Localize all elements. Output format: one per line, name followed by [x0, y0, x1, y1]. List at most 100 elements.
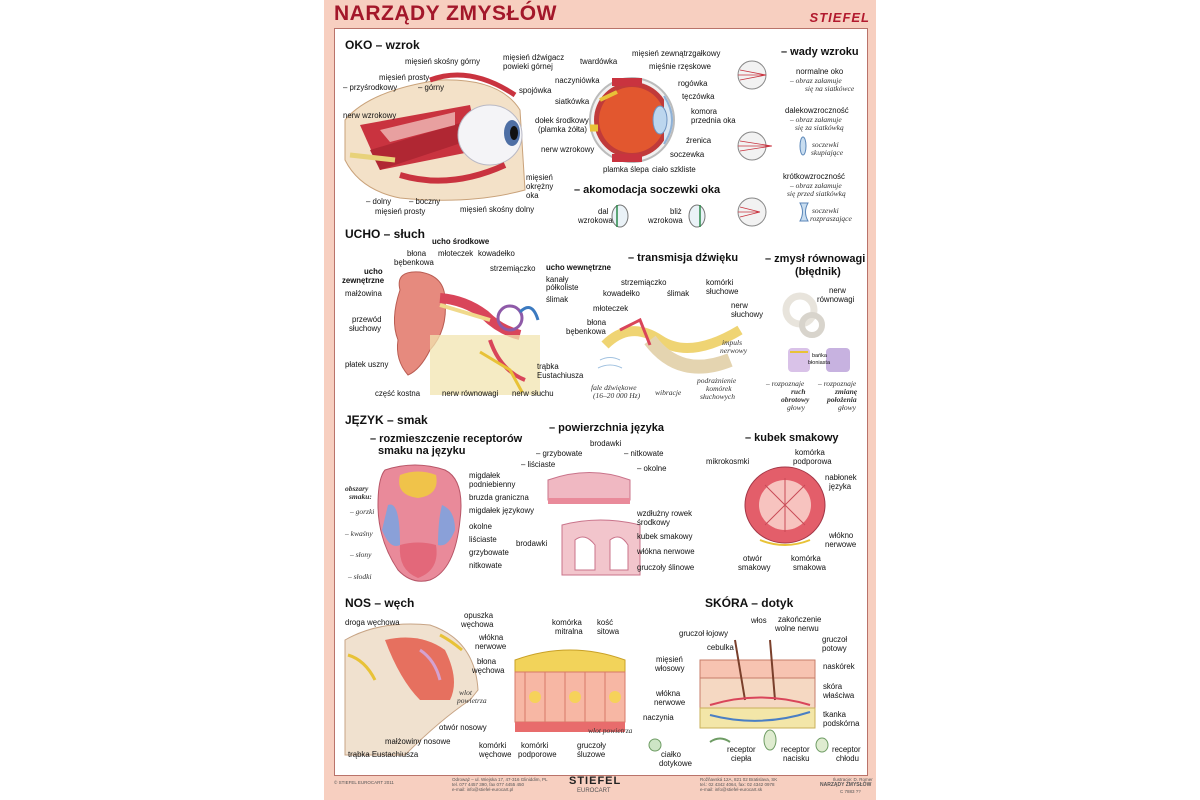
eye-cross-label: komora [691, 107, 717, 116]
transmission-label: strzemiączko [621, 278, 667, 287]
transmission-note: (16–20 000 Hz) [593, 391, 641, 400]
bud-label: nabłonek [825, 473, 857, 482]
transmission-label: kowadełko [603, 289, 640, 298]
eye-cross-label: siatkówka [555, 97, 590, 106]
balance-note: zmianę [835, 387, 858, 396]
bud-label: komórka [791, 554, 821, 563]
ear-label: nerw słuchu [512, 389, 554, 398]
eye-cross-label: tęczówka [682, 92, 715, 101]
taste-bud-title: – kubek smakowy [745, 432, 839, 444]
bud-label: podporowa [793, 457, 832, 466]
defect-note: się za siatkówką [795, 123, 844, 132]
eye-cross-label: rogówka [678, 79, 708, 88]
footer-copyright: © STIEFEL EUROCART 2011 [334, 780, 394, 785]
accommodation-title: – akomodacja soczewki oka [574, 184, 721, 196]
skin-label: właściwa [823, 691, 855, 700]
defect-note: – obraz załamuje [790, 115, 842, 124]
defect-note: skupiające [811, 148, 844, 157]
transmission-label: błona [587, 318, 607, 327]
skin-label: dotykowe [659, 759, 692, 768]
nose-label: małżowiny nosowe [385, 737, 451, 746]
nose-label: śluzowe [577, 750, 606, 759]
bud-label: języka [829, 482, 852, 491]
ear-label: kanały [546, 275, 569, 284]
skin-label: chłodu [836, 754, 859, 763]
nose-note: wlot powietrza [588, 726, 633, 735]
skin-label: gruczoł [822, 635, 848, 644]
skin-label: nacisku [783, 754, 810, 763]
tongue-illustration [377, 464, 462, 582]
tongue-label: brodawki [516, 539, 548, 548]
skin-label: ciałko [661, 750, 681, 759]
nose-illustration [344, 623, 479, 756]
surface-label: – nitkowate [624, 449, 664, 458]
ear-label: ucho wewnętrzne [546, 263, 611, 272]
bud-label: mikrokosmki [706, 457, 750, 466]
defect-note: soczewki [812, 140, 839, 149]
defect-note: – obraz załamuje [790, 181, 842, 190]
transmission-label: młoteczek [593, 304, 629, 313]
eye-label: mięsień skośny dolny [460, 205, 535, 214]
balance-note: położenia [827, 395, 857, 404]
vision-defects-title: – wady wzroku [781, 46, 859, 58]
transmission-note: komórek [706, 384, 732, 393]
ear-label: płatek uszny [345, 360, 389, 369]
ear-label: młoteczek [438, 249, 474, 258]
tongue-label: podniebienny [469, 480, 516, 489]
skin-illustration [648, 639, 829, 753]
ear-section-title: UCHO – słuch [345, 227, 426, 241]
surface-label: środkowy [637, 518, 670, 527]
transmission-note: nerwowy [720, 346, 748, 355]
taste-bud-illustration [744, 466, 826, 546]
nose-label: opuszka [464, 611, 494, 620]
transmission-label: bębenkowa [566, 327, 606, 336]
nose-label: komórka [552, 618, 582, 627]
nose-label: węchowa [472, 666, 505, 675]
ear-label: część kostna [375, 389, 421, 398]
eye-section-title: OKO – wzrok [345, 38, 420, 52]
tongue-label: migdałek językowy [469, 506, 534, 515]
footer-credit: Ilustracje: D. Romer [833, 777, 873, 782]
footer-code: C 7883 ?? [840, 789, 861, 794]
ear-label: małżowina [345, 289, 382, 298]
receptors-title: – rozmieszczenie receptorów [370, 433, 523, 445]
transmission-note: impuls [722, 338, 743, 347]
skin-label: naskórek [823, 662, 855, 671]
transmission-label: komórki [706, 278, 734, 287]
skin-label: gruczoł łojowy [679, 629, 728, 638]
surface-label: gruczoły ślinowe [637, 563, 695, 572]
skin-label: ciepła [731, 754, 752, 763]
balance-title: (błędnik) [795, 266, 841, 278]
nose-note: powietrza [457, 696, 487, 705]
tongue-label: liściaste [469, 535, 497, 544]
defect-note: się na siatkówce [805, 84, 855, 93]
eye-cross-label: nerw wzrokowy [541, 145, 595, 154]
ear-label: kowadełko [478, 249, 515, 258]
eye-label: – górny [418, 83, 445, 92]
nose-label: węchowe [479, 750, 512, 759]
skin-label: naczynia [643, 713, 674, 722]
accommodation-illustration [611, 204, 706, 228]
transmission-note: fale dźwiękowe [591, 383, 637, 392]
vision-defects-illustration [737, 60, 809, 227]
nose-label: węchowa [461, 620, 494, 629]
eye-label: mięsień dźwigacz [503, 53, 565, 62]
transmission-label: słuchowy [731, 310, 764, 319]
tongue-label: nitkowate [469, 561, 502, 570]
nose-label: włókna [479, 633, 504, 642]
eye-cross-label: mięsień zewnątrzgałkowy [632, 49, 721, 58]
transmission-label: słuchowe [706, 287, 739, 296]
footer-address: Odrowąż – ul. Wiejska 17, 47-316 Glinidd… [452, 777, 548, 782]
eye-label: oka [526, 191, 539, 200]
ear-label: przewód [352, 315, 382, 324]
tongue-surface-title: – powierzchnia języka [549, 422, 664, 434]
eye-label: spojówka [519, 86, 552, 95]
ear-label: Eustachiusza [537, 371, 584, 380]
skin-label: cebulka [707, 643, 734, 652]
eye-cross-label: plamka ślepa [603, 165, 649, 174]
ear-label: ślimak [546, 295, 569, 304]
transmission-note: słuchowych [700, 392, 735, 401]
ear-label: zewnętrzne [342, 276, 385, 285]
defect-label: dalekowzroczność [785, 106, 849, 115]
footer-address: Rožňavská 12A, 821 02 Bratislava, SK [700, 777, 778, 782]
